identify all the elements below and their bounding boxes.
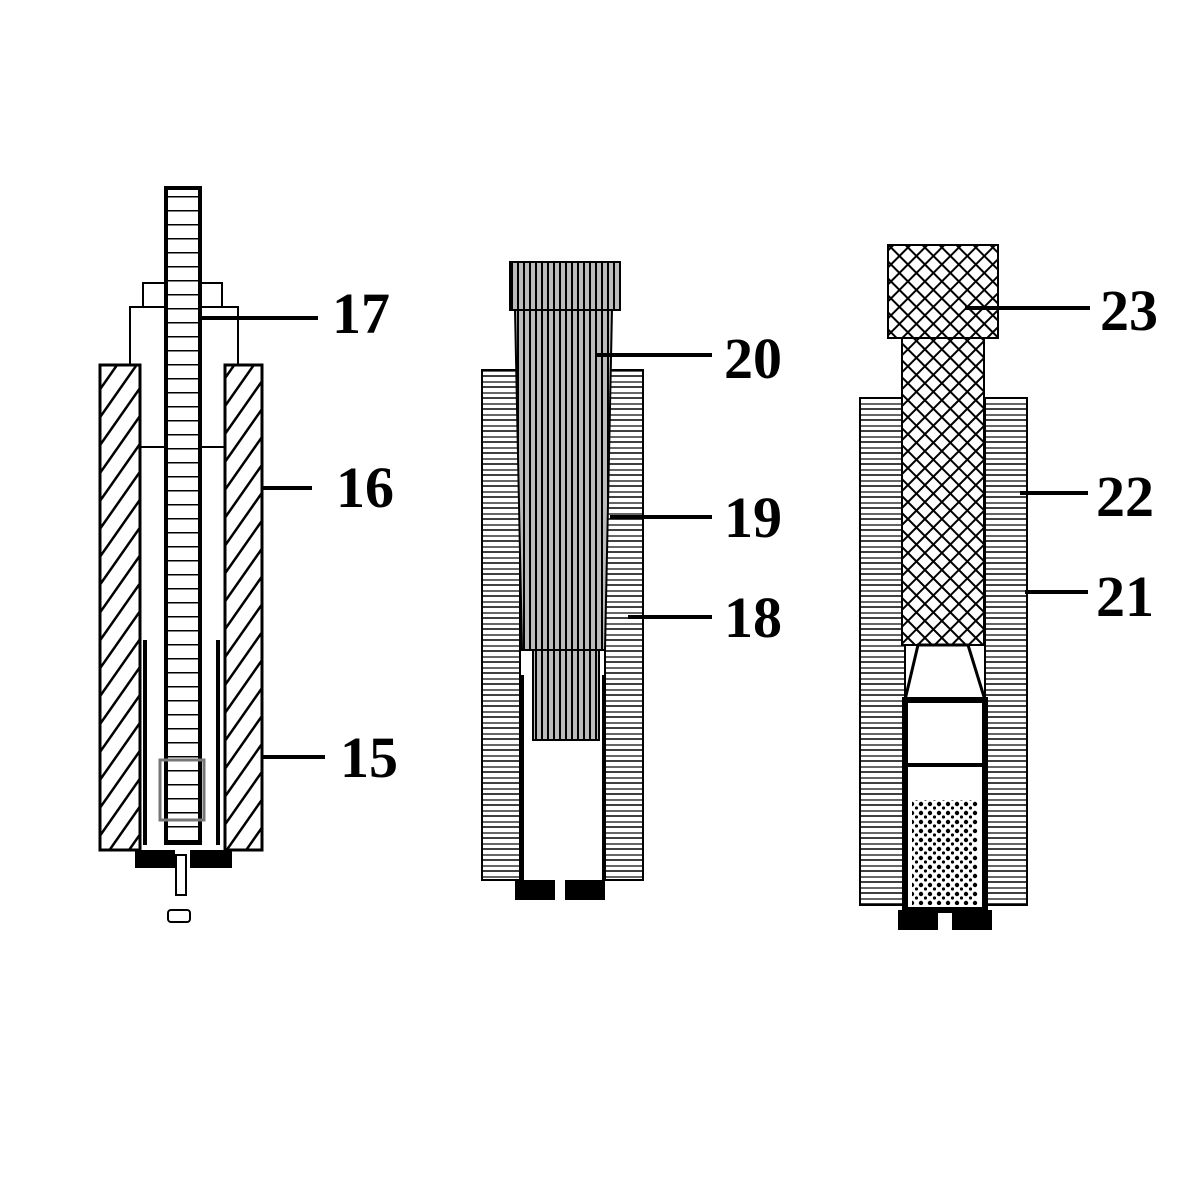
spent-primer bbox=[167, 909, 191, 923]
die-body-right-wall bbox=[604, 369, 644, 881]
shell-holder bbox=[898, 910, 992, 930]
label-17: 17 bbox=[332, 281, 390, 346]
seater-stem bbox=[513, 309, 614, 651]
label-22: 22 bbox=[1096, 464, 1154, 529]
die-body-left-wall bbox=[481, 369, 521, 881]
label-15: 15 bbox=[340, 725, 398, 790]
die-body-left-wall bbox=[98, 363, 142, 852]
label-19: 19 bbox=[724, 485, 782, 550]
label-21: 21 bbox=[1096, 564, 1154, 629]
crimp-die: 23 22 21 bbox=[859, 244, 1158, 930]
label-16: 16 bbox=[336, 455, 394, 520]
shell-holder bbox=[515, 880, 605, 900]
bullet-nose bbox=[903, 643, 988, 702]
powder-charge bbox=[912, 800, 978, 905]
seater-plug-head bbox=[509, 261, 621, 311]
decapping-rod bbox=[164, 186, 202, 845]
expander-ball bbox=[158, 758, 206, 822]
seating-die: 20 19 18 bbox=[481, 261, 782, 900]
die-body-right-wall bbox=[223, 363, 264, 852]
label-23: 23 bbox=[1100, 278, 1158, 343]
knurled-stem bbox=[901, 337, 985, 646]
knurled-cap bbox=[887, 244, 999, 339]
die-body-left-wall bbox=[859, 397, 906, 906]
die-body-right-wall bbox=[984, 397, 1028, 906]
bullet bbox=[532, 649, 600, 741]
label-20: 20 bbox=[724, 326, 782, 391]
decapping-pin bbox=[175, 854, 187, 896]
label-18: 18 bbox=[724, 585, 782, 650]
sizing-die: 17 16 15 bbox=[98, 186, 398, 923]
shell-holder bbox=[135, 850, 232, 868]
